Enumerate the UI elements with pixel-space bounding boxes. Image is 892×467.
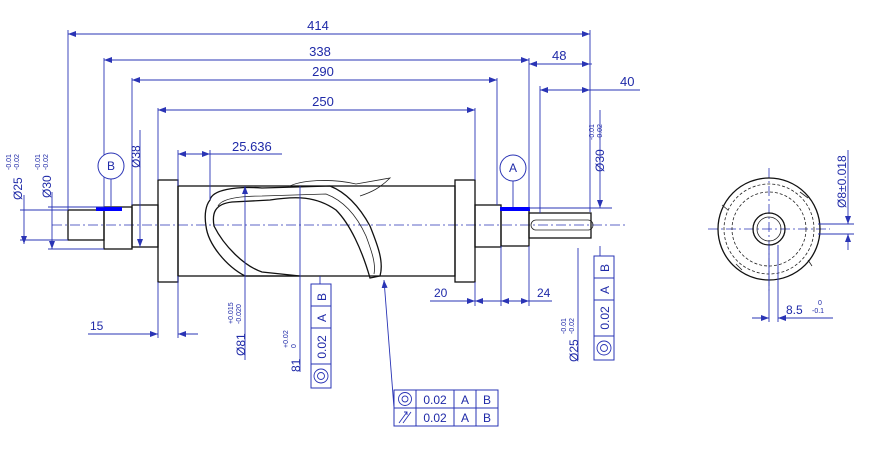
- dia-30-right: Ø30: [593, 149, 607, 172]
- keyway: [530, 219, 594, 231]
- svg-text:-0.02: -0.02: [597, 124, 604, 140]
- section-dim-8-5: 8.5: [786, 303, 803, 317]
- dia-25-right: Ø25: [567, 339, 581, 362]
- svg-text:-0.1: -0.1: [812, 308, 824, 315]
- svg-text:-0.01: -0.01: [561, 318, 568, 334]
- svg-text:0.02: 0.02: [423, 411, 447, 425]
- tolerance-frame-right: B A 0.02: [593, 255, 615, 361]
- datum-b-mark: [96, 207, 122, 211]
- cam-groove-lip: [287, 177, 392, 197]
- svg-text:0.02: 0.02: [423, 393, 447, 407]
- drum-body: [177, 185, 456, 277]
- svg-text:0.02: 0.02: [598, 306, 612, 330]
- svg-text:A: A: [315, 314, 329, 322]
- svg-text:-0.02: -0.02: [569, 318, 576, 334]
- left-bearing-seat: [103, 206, 133, 250]
- right-collar: [454, 179, 476, 283]
- tolerance-frame-bottom: 0.02 A B 0.02 A B: [381, 279, 499, 427]
- svg-text:+0.02: +0.02: [283, 330, 290, 348]
- svg-text:-0.02: -0.02: [14, 154, 21, 170]
- dia-38: Ø38: [129, 145, 143, 168]
- right-shoulder: [474, 204, 502, 248]
- section-view: Ø8±0.018 8.5 0 -0.1: [708, 150, 854, 322]
- horizontal-dimensions: 414 338 290 250 25.636 48 40 20 24 15: [67, 18, 640, 338]
- right-bearing-seat: [500, 207, 530, 247]
- svg-text:-0.01: -0.01: [6, 154, 13, 170]
- section-dia-8: Ø8±0.018: [835, 155, 849, 208]
- svg-text:-0.02: -0.02: [43, 154, 50, 170]
- tolerance-frame-center: B A 0.02: [310, 276, 332, 389]
- datum-a-label: A: [509, 161, 517, 175]
- dim-250: 250: [312, 94, 334, 109]
- dia-30-left: Ø30: [40, 175, 54, 198]
- dim-338: 338: [309, 44, 331, 59]
- dim-48: 48: [552, 48, 566, 63]
- dim-15: 15: [90, 319, 104, 333]
- svg-text:A: A: [461, 411, 469, 425]
- svg-text:B: B: [483, 393, 491, 407]
- svg-text:+0.015: +0.015: [228, 302, 235, 324]
- cam-groove-inner: [217, 193, 375, 275]
- datum-a: A: [499, 154, 527, 207]
- datum-b-label: B: [107, 159, 115, 173]
- svg-text:A: A: [461, 393, 469, 407]
- dim-24: 24: [537, 286, 551, 300]
- svg-text:0: 0: [291, 344, 298, 348]
- svg-text:-0.020: -0.020: [236, 304, 243, 324]
- dia-81: Ø81: [234, 333, 248, 356]
- svg-text:-0.01: -0.01: [589, 124, 596, 140]
- right-end-journal: [528, 212, 592, 239]
- svg-text:0.02: 0.02: [315, 335, 329, 359]
- dim-20: 20: [434, 286, 448, 300]
- svg-text:-0.01: -0.01: [35, 154, 42, 170]
- datum-b: B: [97, 152, 125, 207]
- dia-25-left: Ø25: [11, 177, 25, 200]
- left-shoulder: [131, 204, 159, 248]
- dim-414: 414: [307, 18, 329, 33]
- concentricity-icon: [398, 392, 412, 406]
- dim-25-636: 25.636: [232, 139, 272, 154]
- dim-40: 40: [620, 74, 634, 89]
- left-collar: [157, 179, 179, 283]
- svg-text:B: B: [483, 411, 491, 425]
- svg-text:A: A: [598, 286, 612, 294]
- groove-81: 81: [289, 358, 303, 372]
- dim-290: 290: [312, 64, 334, 79]
- svg-text:B: B: [315, 293, 329, 301]
- datum-a-mark: [500, 207, 530, 211]
- runout-icon: [398, 411, 412, 424]
- shaft-part: [52, 177, 625, 283]
- diameter-dimensions: Ø25 -0.01 -0.02 Ø30 -0.01 -0.02 Ø38 Ø30 …: [6, 110, 612, 372]
- svg-text:0: 0: [818, 300, 822, 307]
- svg-text:B: B: [598, 264, 612, 272]
- cam-groove: [204, 185, 382, 279]
